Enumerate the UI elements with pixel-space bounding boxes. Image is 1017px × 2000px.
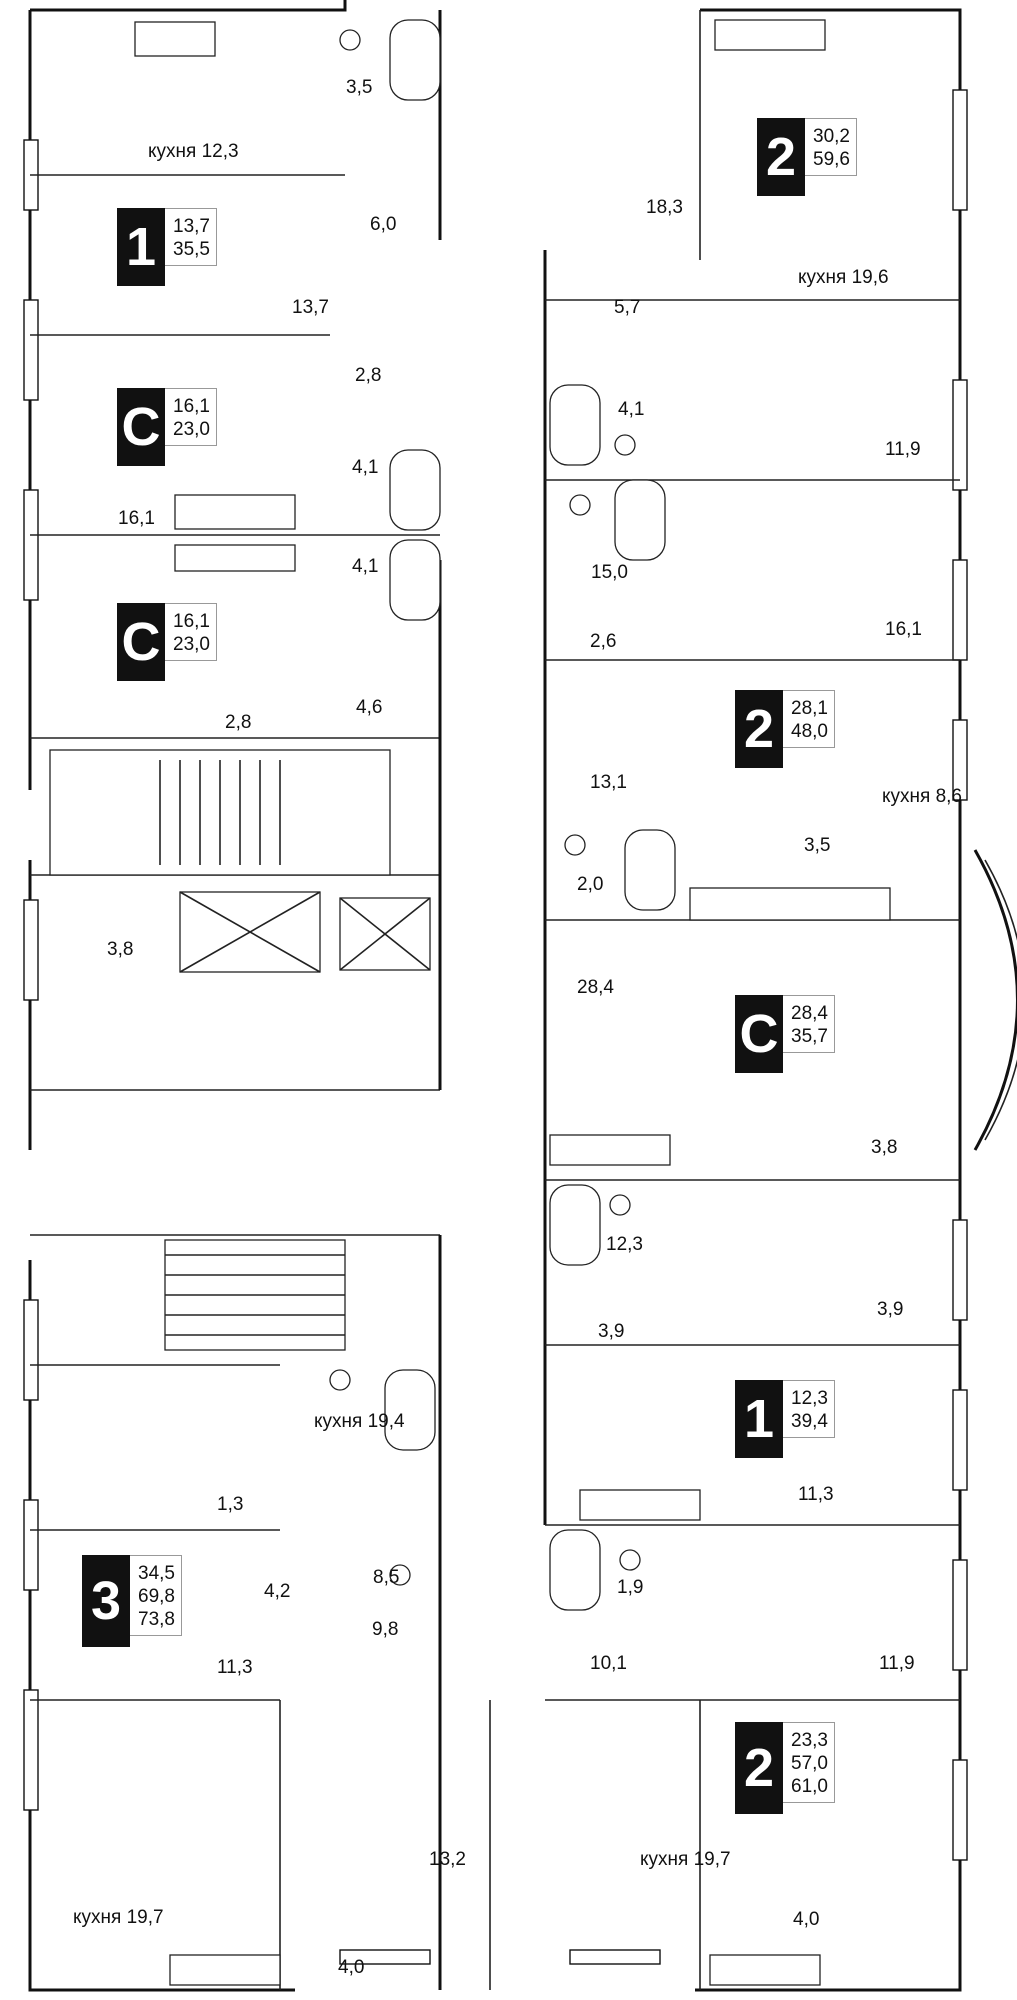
apartment-studio: С 28,4 35,7 xyxy=(735,995,835,1073)
apartment-type-badge: С xyxy=(117,388,165,466)
total-area: 69,8 xyxy=(138,1586,175,1607)
apartment-type-badge: 1 xyxy=(735,1380,783,1458)
total-area: 48,0 xyxy=(791,721,828,742)
room-area-label: кухня 19,6 xyxy=(798,267,889,288)
room-area-label: 3,5 xyxy=(804,835,831,856)
bathroom-fixtures xyxy=(329,19,676,1611)
room-area-label: 16,1 xyxy=(118,508,155,529)
room-area-label: 11,9 xyxy=(885,439,921,460)
apartment-type-badge: С xyxy=(735,995,783,1073)
apartment-1-room: 1 13,7 35,5 xyxy=(117,208,217,286)
windows xyxy=(23,89,968,1965)
room-area-label: 2,6 xyxy=(590,631,617,652)
room-area-label: 1,3 xyxy=(217,1494,244,1515)
room-area-label: 4,6 xyxy=(356,697,383,718)
interior-walls xyxy=(30,10,960,1990)
room-area-label: 4,0 xyxy=(793,1909,820,1930)
room-area-label: 4,0 xyxy=(338,1957,365,1978)
room-area-label: 28,4 xyxy=(577,977,614,998)
living-area: 16,1 xyxy=(173,396,210,417)
apartment-type-badge: С xyxy=(117,603,165,681)
room-area-label: 2,8 xyxy=(225,712,252,733)
apartment-studio: С 16,1 23,0 xyxy=(117,603,217,681)
room-area-label: 4,1 xyxy=(352,556,379,577)
room-area-label: 18,3 xyxy=(646,197,683,218)
room-area-label: кухня 19,4 xyxy=(314,1411,405,1432)
room-area-label: 3,5 xyxy=(346,77,373,98)
living-area: 28,4 xyxy=(791,1003,828,1024)
room-area-label: 4,1 xyxy=(352,457,379,478)
room-area-label: 3,9 xyxy=(598,1321,625,1342)
living-area: 12,3 xyxy=(791,1388,828,1409)
room-area-label: 6,0 xyxy=(370,214,397,235)
elevators xyxy=(179,891,431,973)
apartment-2-room: 2 30,2 59,6 xyxy=(757,118,857,196)
apartment-3-room: 3 34,5 69,8 73,8 xyxy=(82,1555,182,1647)
room-area-label: 3,8 xyxy=(871,1137,898,1158)
apartment-studio: С 16,1 23,0 xyxy=(117,388,217,466)
outer-walls xyxy=(28,0,1017,1992)
room-area-label: 15,0 xyxy=(591,562,628,583)
living-area: 30,2 xyxy=(813,126,850,147)
room-area-label: 13,1 xyxy=(590,772,627,793)
room-area-label: 5,7 xyxy=(614,297,641,318)
total-area: 57,0 xyxy=(791,1753,828,1774)
total-area: 59,6 xyxy=(813,149,850,170)
room-area-label: 11,3 xyxy=(798,1484,834,1505)
living-area: 23,3 xyxy=(791,1730,828,1751)
room-area-label: кухня 19,7 xyxy=(640,1849,731,1870)
apartment-type-badge: 3 xyxy=(82,1555,130,1647)
total-area: 23,0 xyxy=(173,419,210,440)
room-area-label: 3,9 xyxy=(877,1299,904,1320)
living-area: 13,7 xyxy=(173,216,210,237)
room-area-label: 16,1 xyxy=(885,619,922,640)
apartment-2-room: 2 28,1 48,0 xyxy=(735,690,835,768)
living-area: 34,5 xyxy=(138,1563,175,1584)
total-area: 23,0 xyxy=(173,634,210,655)
room-area-label: 3,8 xyxy=(107,939,134,960)
apartment-type-badge: 1 xyxy=(117,208,165,286)
total-area: 35,5 xyxy=(173,239,210,260)
apartment-type-badge: 2 xyxy=(735,1722,783,1814)
total-area-with-balcony: 61,0 xyxy=(791,1776,828,1797)
total-area-with-balcony: 73,8 xyxy=(138,1609,175,1630)
living-area: 28,1 xyxy=(791,698,828,719)
room-area-label: 13,7 xyxy=(292,297,329,318)
room-area-label: 4,1 xyxy=(618,399,645,420)
room-area-label: 4,2 xyxy=(264,1581,291,1602)
room-area-label: кухня 12,3 xyxy=(148,141,239,162)
room-area-label: 2,8 xyxy=(355,365,382,386)
stairs xyxy=(49,749,391,1351)
room-area-label: 10,1 xyxy=(590,1653,627,1674)
room-area-label: 11,9 xyxy=(879,1653,915,1674)
room-area-label: 9,8 xyxy=(372,1619,399,1640)
room-area-label: 12,3 xyxy=(606,1234,643,1255)
kitchen-counters xyxy=(134,19,891,1986)
total-area: 39,4 xyxy=(791,1411,828,1432)
total-area: 35,7 xyxy=(791,1026,828,1047)
room-area-label: 1,9 xyxy=(617,1577,644,1598)
room-area-label: кухня 8,6 xyxy=(882,786,962,807)
apartment-type-badge: 2 xyxy=(735,690,783,768)
room-area-label: 2,0 xyxy=(577,874,604,895)
room-area-label: кухня 19,7 xyxy=(73,1907,164,1928)
apartment-1-room: 1 12,3 39,4 xyxy=(735,1380,835,1458)
living-area: 16,1 xyxy=(173,611,210,632)
apartment-2-room: 2 23,3 57,0 61,0 xyxy=(735,1722,835,1814)
room-area-label: 11,3 xyxy=(217,1657,253,1678)
room-area-label: 8,5 xyxy=(373,1567,400,1588)
room-area-label: 13,2 xyxy=(429,1849,466,1870)
apartment-type-badge: 2 xyxy=(757,118,805,196)
